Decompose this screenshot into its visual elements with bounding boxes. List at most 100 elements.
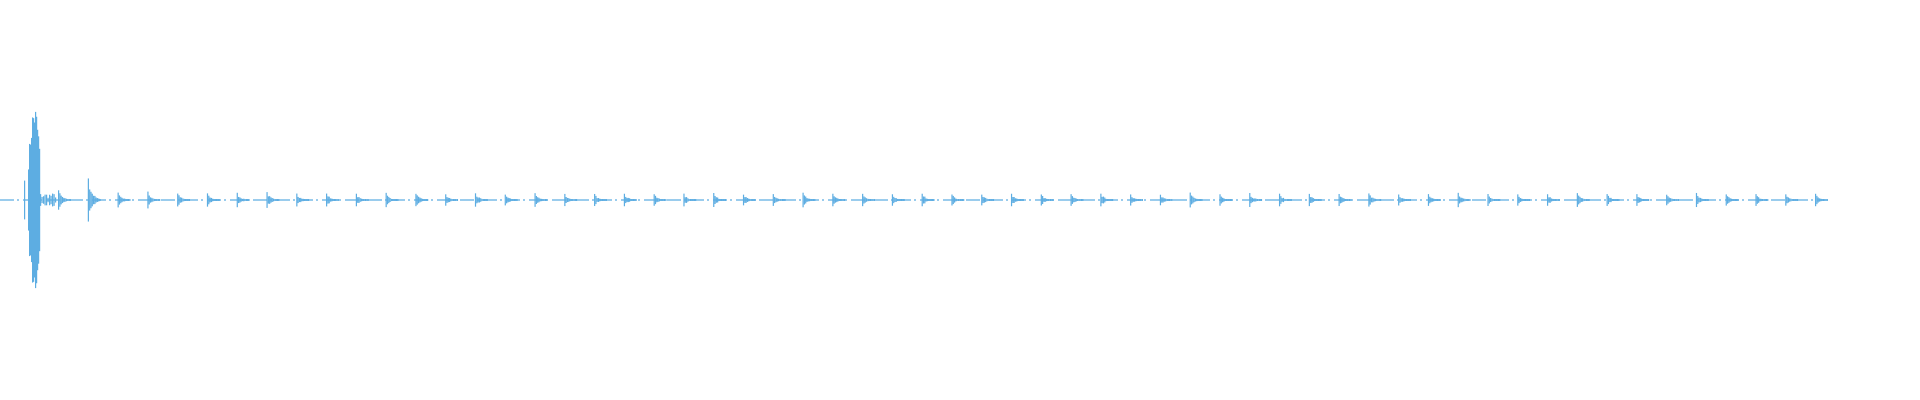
waveform-pulse-decay xyxy=(1469,199,1471,201)
waveform-pulse-decay xyxy=(929,199,931,201)
waveform-pulse-decay xyxy=(64,198,66,202)
waveform-pulse-decay xyxy=(1707,199,1709,201)
waveform-pulse xyxy=(1278,193,1281,207)
waveform-pulse-decay xyxy=(990,199,992,201)
waveform-pulse xyxy=(117,192,119,208)
waveform-pulse-decay xyxy=(1668,197,1670,203)
waveform-pulse xyxy=(951,194,953,206)
waveform-pulse-decay xyxy=(427,199,429,201)
waveform-main-burst xyxy=(28,169,30,231)
waveform-pulse-decay xyxy=(867,198,869,202)
waveform-pulse-decay xyxy=(178,195,180,205)
waveform-pulse-decay xyxy=(1372,197,1374,203)
waveform-pulse-decay xyxy=(1706,199,1708,201)
waveform-pulse-decay xyxy=(657,198,659,202)
waveform-pulse-decay xyxy=(1077,199,1079,201)
waveform-pulse-decay xyxy=(833,196,835,204)
waveform-pulse-decay xyxy=(750,199,752,201)
waveform-pulse-decay xyxy=(1699,197,1701,203)
waveform-pulse-decay xyxy=(540,198,543,202)
waveform-pulse-decay xyxy=(1289,199,1291,201)
waveform-pulse-decay xyxy=(542,199,544,201)
waveform-pulse-decay xyxy=(306,199,308,201)
waveform-pulse xyxy=(1427,194,1430,206)
waveform-pulse-decay xyxy=(625,196,627,204)
waveform-pulse-decay xyxy=(631,199,633,201)
waveform-main-burst xyxy=(38,136,40,264)
waveform-pulse-decay xyxy=(157,199,159,201)
waveform-pulse-decay xyxy=(247,199,249,201)
waveform-pulse-decay xyxy=(748,198,750,202)
waveform-pulse-decay xyxy=(871,199,873,201)
waveform-pulse-decay xyxy=(573,199,575,201)
waveform-pulse-decay xyxy=(304,199,306,201)
waveform-pulse-decay xyxy=(1499,199,1501,201)
waveform-pulse-decay xyxy=(1646,199,1648,201)
waveform-pulse-decay xyxy=(1284,198,1286,202)
waveform-pulse-decay xyxy=(634,199,636,201)
waveform-pulse-decay xyxy=(1697,195,1699,205)
waveform-pulse-decay xyxy=(1728,197,1730,203)
waveform-pulse-decay xyxy=(1698,197,1700,203)
waveform-pulse-decay xyxy=(94,195,96,205)
waveform-pulse-decay xyxy=(1703,199,1705,201)
waveform-pulse-decay xyxy=(91,193,93,207)
waveform-pulse-decay xyxy=(569,198,571,202)
waveform-pulse-decay xyxy=(544,199,547,201)
waveform-pulse-decay xyxy=(1550,198,1553,202)
waveform-pulse-decay xyxy=(120,196,122,204)
waveform-pulse-decay xyxy=(1051,199,1053,201)
waveform-pulse-decay xyxy=(1525,199,1527,201)
waveform-pulse-decay xyxy=(1585,199,1588,201)
waveform-pulse xyxy=(862,193,864,207)
waveform-pulse-decay xyxy=(1162,197,1164,203)
waveform-pulse-decay xyxy=(274,198,276,202)
waveform-pulse-decay xyxy=(269,196,271,204)
waveform-pulse-decay xyxy=(129,199,131,201)
waveform-marks xyxy=(24,111,1828,289)
waveform-pulse xyxy=(1130,194,1132,206)
waveform-pulse-decay xyxy=(546,199,548,201)
waveform-pulse-decay xyxy=(1732,199,1734,201)
waveform-pulse-decay xyxy=(1430,197,1432,203)
waveform-pulse-decay xyxy=(515,199,517,201)
waveform-pulse-decay xyxy=(897,198,899,202)
waveform-pulse-decay xyxy=(1468,199,1470,201)
waveform-pulse-decay xyxy=(900,199,903,201)
waveform-pulse-decay xyxy=(629,198,631,202)
waveform-pulse-decay xyxy=(985,197,987,203)
waveform-pulse xyxy=(1487,194,1489,206)
waveform-pulse-decay xyxy=(1644,199,1646,201)
waveform-pulse-decay xyxy=(215,199,218,201)
waveform-pulse-decay xyxy=(1461,197,1463,203)
waveform-pulse-decay xyxy=(1824,199,1826,201)
waveform-pulse-decay xyxy=(1733,199,1735,201)
waveform-pulse xyxy=(1070,194,1072,206)
waveform-pulse-decay xyxy=(1439,199,1441,201)
waveform-pulse-decay xyxy=(149,197,152,203)
waveform-pulse-decay xyxy=(363,199,365,201)
waveform-pulse-decay xyxy=(1549,197,1551,203)
waveform-pulse-decay xyxy=(1580,198,1582,202)
waveform-pulse-decay xyxy=(267,196,269,204)
waveform-pulse-decay xyxy=(61,196,64,204)
waveform-spike xyxy=(24,180,26,220)
waveform-pulse-decay xyxy=(1552,198,1554,202)
waveform-pulse-decay xyxy=(1170,199,1172,201)
waveform-pulse-decay xyxy=(397,199,399,201)
waveform-pulse-decay xyxy=(272,198,275,202)
waveform-pulse-decay xyxy=(327,196,329,204)
waveform-pulse-decay xyxy=(1194,198,1197,202)
waveform-pulse-decay xyxy=(183,198,185,202)
waveform-pulse-decay xyxy=(1071,196,1074,204)
waveform-pulse-decay xyxy=(1131,197,1133,203)
waveform-pulse-decay xyxy=(538,197,540,203)
waveform-pulse-decay xyxy=(1109,199,1111,201)
waveform-pulse-decay xyxy=(1042,195,1044,205)
waveform-pulse-decay xyxy=(1786,196,1788,204)
waveform-pulse-decay xyxy=(359,198,361,202)
waveform-pulse-decay xyxy=(1080,199,1083,201)
waveform-pulse-decay xyxy=(1610,197,1612,203)
waveform-pulse-decay xyxy=(1616,199,1619,201)
